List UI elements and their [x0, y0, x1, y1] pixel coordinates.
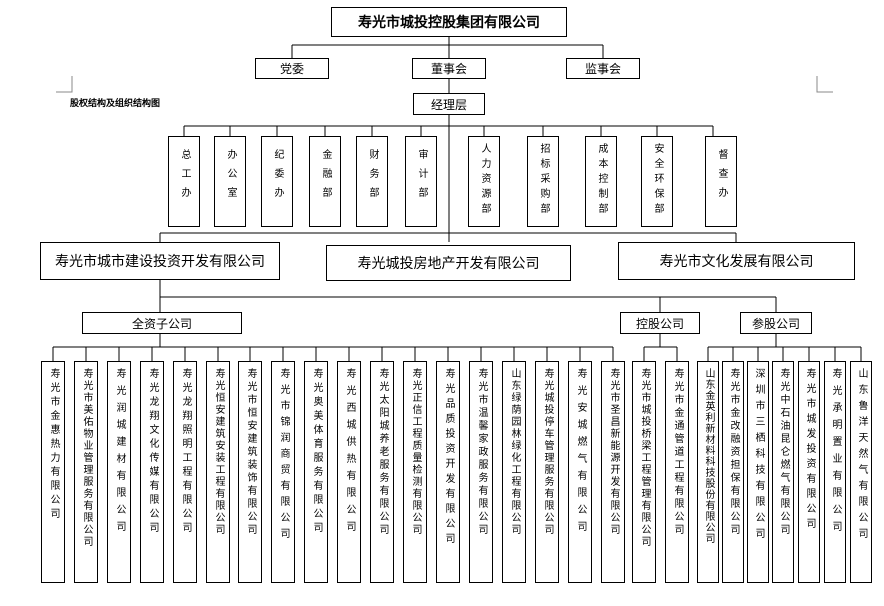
- group-equity: 参股公司: [740, 312, 812, 334]
- subsidiary-box: 寿光奥美体育服务有限公司: [304, 361, 328, 583]
- equity-company-box: 寿光市金改融资担保有限公司: [722, 361, 744, 583]
- dept-general-office: 办公室: [214, 136, 246, 227]
- dept-supervision-office: 督查办: [705, 136, 737, 227]
- subsidiary-box: 寿光市美佑物业管理服务有限公司: [74, 361, 98, 583]
- subsidiary-box: 寿光城投停车管理服务有限公司: [535, 361, 559, 583]
- dept-finance: 金融部: [309, 136, 341, 227]
- subsidiary-box: 寿光市锦润商贸有限公司: [271, 361, 295, 583]
- dept-audit: 审计部: [405, 136, 437, 227]
- subsidiary-box: 山东绿荫园林绿化工程有限公司: [502, 361, 526, 583]
- dept-safety-environment: 安全环保部: [641, 136, 673, 227]
- subsidiary-box: 寿光市圣昌新能源开发有限公司: [601, 361, 625, 583]
- equity-company-box: 寿光市城发投资有限公司: [798, 361, 820, 583]
- subsidiary-box: 寿光市温馨家政服务有限公司: [469, 361, 493, 583]
- holding-company-box: 寿光市城投桥梁工程管理有限公司: [632, 361, 656, 583]
- subsidiary-box: 寿光润城建材有限公司: [107, 361, 131, 583]
- board-of-supervisors-box: 监事会: [566, 58, 640, 79]
- equity-company-box: 寿光承明置业有限公司: [824, 361, 846, 583]
- subsidiary-box: 寿光恒安建筑安装工程有限公司: [206, 361, 230, 583]
- management-box: 经理层: [413, 93, 485, 115]
- equity-company-box: 山东鲁洋天然气有限公司: [850, 361, 872, 583]
- subsidiary-box: 寿光太阳城养老服务有限公司: [370, 361, 394, 583]
- group-wholly-owned: 全资子公司: [82, 312, 242, 334]
- company-urban-construction-investment: 寿光市城市建设投资开发有限公司: [40, 242, 280, 280]
- dept-procurement: 招标采购部: [527, 136, 559, 227]
- subsidiary-box: 寿光市金惠热力有限公司: [41, 361, 65, 583]
- subsidiary-box: 寿光西城供热有限公司: [337, 361, 361, 583]
- holding-company-box: 寿光市金通管道工程有限公司: [665, 361, 689, 583]
- equity-company-box: 山东金英利新材料科技股份有限公司: [697, 361, 719, 583]
- dept-cost-control: 成本控制部: [585, 136, 617, 227]
- board-of-directors-box: 董事会: [412, 58, 486, 79]
- subsidiary-box: 寿光市恒安建筑装饰有限公司: [238, 361, 262, 583]
- group-holding: 控股公司: [620, 312, 700, 334]
- dept-chief-engineer-office: 总工办: [168, 136, 200, 227]
- dept-discipline-office: 纪委办: [261, 136, 293, 227]
- dept-human-resources: 人力资源部: [468, 136, 500, 227]
- dept-accounting: 财务部: [356, 136, 388, 227]
- diagram-caption: 股权结构及组织结构图: [70, 99, 161, 109]
- group-headquarters-box: 寿光市城投控股集团有限公司: [331, 7, 567, 37]
- subsidiary-box: 寿光龙翔文化传媒有限公司: [140, 361, 164, 583]
- company-real-estate: 寿光城投房地产开发有限公司: [326, 245, 571, 281]
- subsidiary-box: 寿光正信工程质量检测有限公司: [403, 361, 427, 583]
- company-culture-development: 寿光市文化发展有限公司: [618, 242, 855, 280]
- equity-company-box: 深圳市三栖科技有限公司: [747, 361, 769, 583]
- subsidiary-box: 寿光安城燃气有限公司: [568, 361, 592, 583]
- equity-company-box: 寿光中石油昆仑燃气有限公司: [772, 361, 794, 583]
- subsidiary-box: 寿光龙翔照明工程有限公司: [173, 361, 197, 583]
- subsidiary-box: 寿光品质投资开发有限公司: [436, 361, 460, 583]
- party-committee-box: 党委: [255, 58, 329, 79]
